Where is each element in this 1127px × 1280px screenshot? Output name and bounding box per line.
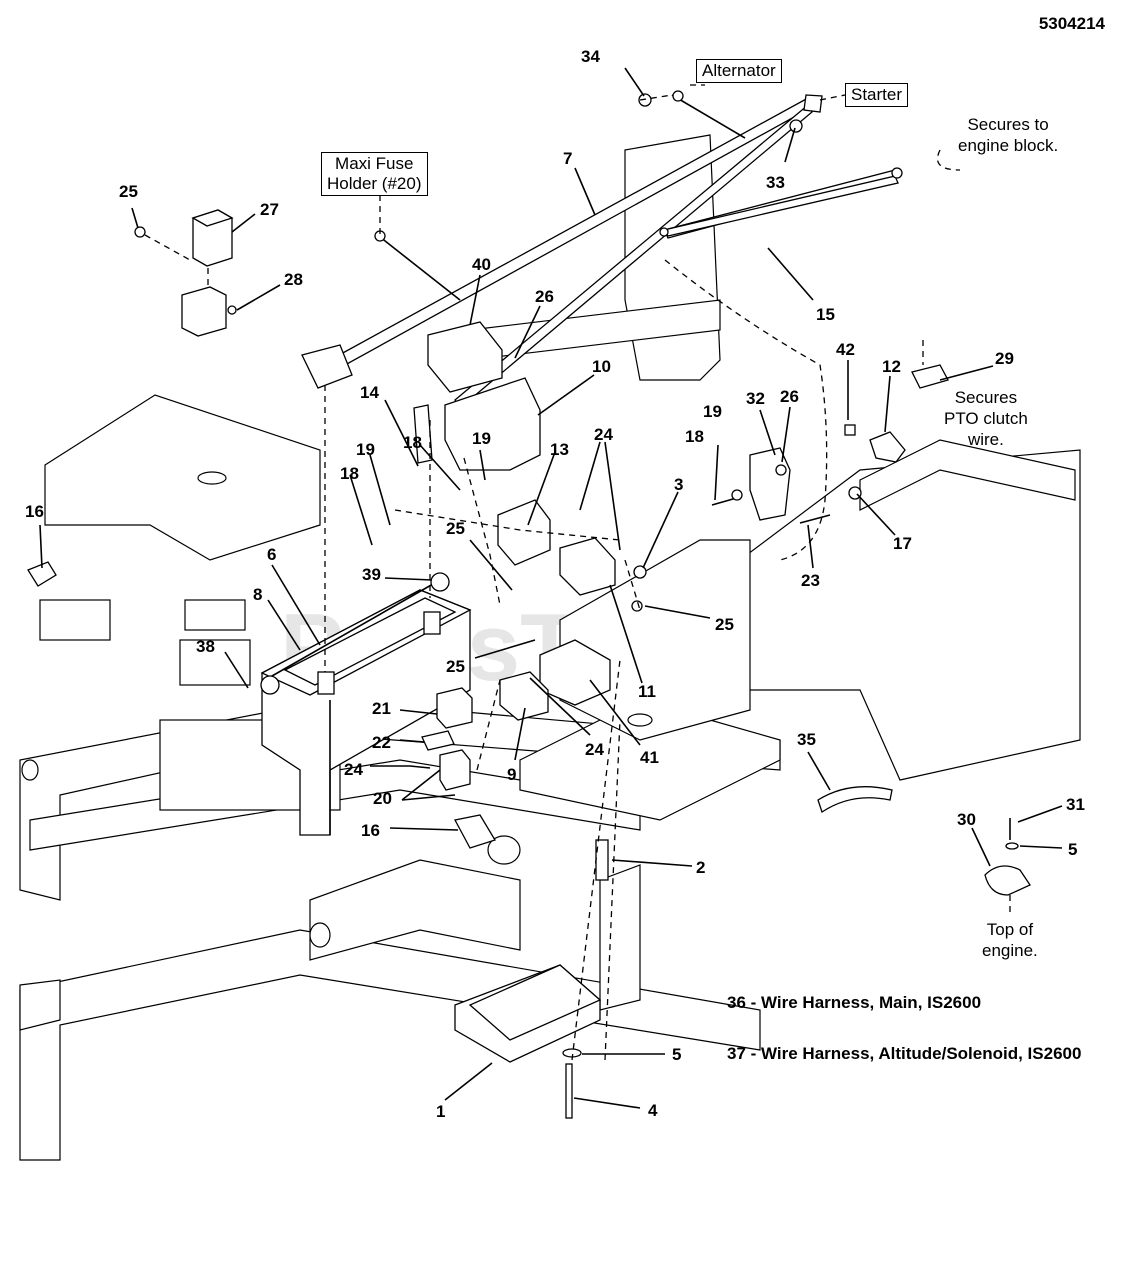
callout-25-center: 25 xyxy=(446,519,465,538)
top-of-engine-note: Top of engine. xyxy=(982,919,1038,961)
callout-41: 41 xyxy=(640,748,659,767)
relay-assembly-top-left xyxy=(134,209,237,337)
legend-item-37: 37 - Wire Harness, Altitude/Solenoid, IS… xyxy=(727,1044,1082,1063)
callout-24-left: 24 xyxy=(344,760,363,779)
callout-11: 11 xyxy=(638,682,656,701)
callout-5-bottom: 5 xyxy=(672,1045,681,1064)
callout-18-center: 18 xyxy=(403,433,422,452)
callout-26-right: 26 xyxy=(780,387,799,406)
callout-6: 6 xyxy=(267,545,276,564)
callout-13: 13 xyxy=(550,440,569,459)
alternator-wire xyxy=(638,90,823,139)
callout-25-right: 25 xyxy=(715,615,734,634)
fuse-block-components xyxy=(497,499,647,721)
relay-stack xyxy=(409,687,473,791)
callout-25-top-left: 25 xyxy=(119,182,138,201)
battery-clamp-cap xyxy=(430,572,450,592)
fuse-cover-and-bracket xyxy=(413,321,541,471)
engine-block-note: Secures to engine block. xyxy=(958,114,1058,156)
leader-lines xyxy=(39,67,1063,1109)
callout-42: 42 xyxy=(836,340,855,359)
pto-note-line-2: PTO clutch xyxy=(944,409,1028,428)
battery-cables xyxy=(301,97,903,409)
callout-8: 8 xyxy=(253,585,262,604)
callout-19-right: 19 xyxy=(703,402,722,421)
engine-block-note-line-2: engine block. xyxy=(958,136,1059,155)
pto-clutch-note: Secures PTO clutch wire. xyxy=(944,387,1028,450)
callout-2: 2 xyxy=(696,858,705,877)
top-engine-line-2: engine. xyxy=(982,941,1038,960)
engine-top-clamp xyxy=(984,818,1031,896)
callout-15: 15 xyxy=(816,305,835,324)
switch-lower xyxy=(454,814,496,849)
callout-24-lower: 24 xyxy=(585,740,604,759)
callout-38: 38 xyxy=(196,637,215,656)
callout-18-left: 18 xyxy=(340,464,359,483)
callout-31: 31 xyxy=(1066,795,1085,814)
callout-40: 40 xyxy=(472,255,491,274)
callout-7: 7 xyxy=(563,149,572,168)
maxi-fuse-wire xyxy=(379,236,461,301)
callout-20: 20 xyxy=(373,789,392,808)
callout-23: 23 xyxy=(801,571,820,590)
callout-35: 35 xyxy=(797,730,816,749)
callout-39: 39 xyxy=(362,565,381,584)
solenoid-group xyxy=(844,364,949,463)
maxi-fuse-line-2: Holder (#20) xyxy=(327,174,422,193)
callout-19-center: 19 xyxy=(472,429,491,448)
callout-25-lower: 25 xyxy=(446,657,465,676)
callout-16-left: 16 xyxy=(25,502,44,521)
callout-21: 21 xyxy=(372,699,391,718)
shield-assembly xyxy=(454,839,609,1119)
callout-22: 22 xyxy=(372,733,391,752)
callout-4: 4 xyxy=(648,1101,658,1120)
pto-note-line-1: Secures xyxy=(954,388,1018,407)
cable-clamp xyxy=(817,786,893,814)
callout-5-right: 5 xyxy=(1068,840,1077,859)
callout-29: 29 xyxy=(995,349,1014,368)
engine-block-note-line-1: Secures to xyxy=(967,115,1049,134)
callout-3: 3 xyxy=(674,475,683,494)
harness-dashed-routing xyxy=(144,84,1011,1061)
pto-note-line-3: wire. xyxy=(967,430,1004,449)
callout-18-right: 18 xyxy=(685,427,704,446)
callout-32: 32 xyxy=(746,389,765,408)
callout-16-lower: 16 xyxy=(361,821,380,840)
callout-9: 9 xyxy=(507,765,516,784)
callout-14: 14 xyxy=(360,383,379,402)
callout-33: 33 xyxy=(766,173,785,192)
maxi-fuse-holder-label: Maxi Fuse Holder (#20) xyxy=(321,152,428,196)
callout-27: 27 xyxy=(260,200,279,219)
callout-10: 10 xyxy=(592,357,611,376)
alternator-label: Alternator xyxy=(696,59,782,83)
legend-item-36: 36 - Wire Harness, Main, IS2600 xyxy=(727,993,982,1012)
callout-24-top: 24 xyxy=(594,425,613,444)
chassis-frame xyxy=(19,134,1081,1161)
top-engine-line-1: Top of xyxy=(986,920,1034,939)
callout-12: 12 xyxy=(882,357,901,376)
battery-rod xyxy=(264,579,441,681)
callout-30: 30 xyxy=(957,810,976,829)
starter-label: Starter xyxy=(845,83,909,107)
maxi-fuse-line-1: Maxi Fuse xyxy=(335,154,414,173)
document-number: 5304214 xyxy=(1038,14,1105,33)
callout-17: 17 xyxy=(893,534,912,553)
callout-19-left: 19 xyxy=(356,440,375,459)
battery-clamp-cap-left xyxy=(260,675,280,695)
callout-numbers: 34 33 7 15 25 27 28 40 26 10 42 12 29 19… xyxy=(25,47,1085,1121)
callout-34: 34 xyxy=(581,47,600,66)
callout-26-top: 26 xyxy=(535,287,554,306)
callout-1: 1 xyxy=(436,1102,445,1121)
callout-28: 28 xyxy=(284,270,303,289)
